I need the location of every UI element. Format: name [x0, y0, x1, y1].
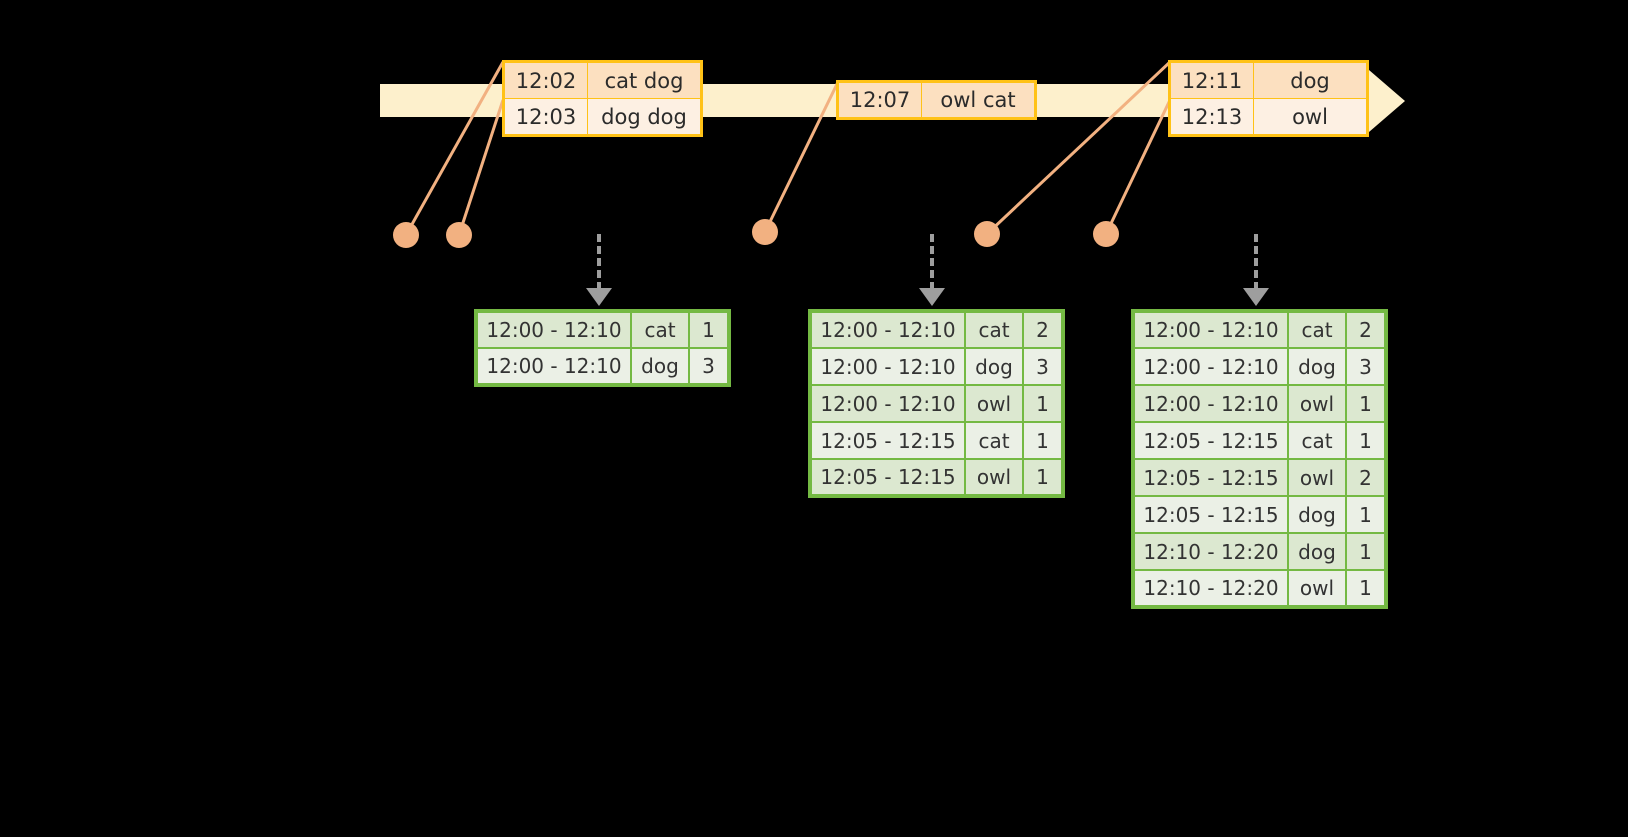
result-word: cat	[1287, 310, 1347, 349]
arrow-stem	[930, 234, 934, 290]
event-row: 12:13 owl	[1169, 98, 1368, 136]
result-word: owl	[1287, 458, 1347, 497]
result-word: dog	[1287, 532, 1347, 571]
result-word: dog	[964, 347, 1024, 386]
result-window: 12:00 - 12:10	[1132, 310, 1289, 349]
event-dot-1	[393, 222, 419, 248]
result-count: 1	[1345, 495, 1387, 534]
result-window: 12:00 - 12:10	[809, 310, 966, 349]
result-window: 12:05 - 12:15	[809, 421, 966, 460]
event-dot-3	[752, 219, 778, 245]
result-word: owl	[964, 458, 1024, 497]
event-time: 12:02	[503, 61, 588, 99]
event-time: 12:11	[1169, 61, 1254, 99]
result-word: cat	[964, 421, 1024, 460]
result-count: 2	[1345, 310, 1387, 349]
arrow-head	[1243, 288, 1269, 306]
event-words: owl cat	[921, 81, 1036, 119]
event-words: dog dog	[587, 98, 702, 136]
result-count: 1	[1022, 458, 1064, 497]
result-word: owl	[964, 384, 1024, 423]
event-row: 12:02 cat dog	[503, 61, 702, 99]
result-window: 12:10 - 12:20	[1132, 569, 1289, 608]
result-count: 2	[1022, 310, 1064, 349]
event-time: 12:03	[503, 98, 588, 136]
result-window: 12:05 - 12:15	[1132, 421, 1289, 460]
event-words: owl	[1253, 98, 1368, 136]
connector-line-2	[457, 99, 505, 236]
result-word: cat	[1287, 421, 1347, 460]
result-count: 3	[688, 347, 730, 386]
event-dot-4	[974, 221, 1000, 247]
result-count: 1	[1345, 421, 1387, 460]
event-row: 12:07 owl cat	[837, 81, 1036, 119]
result-count: 1	[1345, 569, 1387, 608]
arrow-stem	[597, 234, 601, 290]
result-count: 1	[688, 310, 730, 349]
events-group-1: 12:02 cat dog 12:03 dog dog	[502, 60, 703, 137]
event-time: 12:13	[1169, 98, 1254, 136]
result-window: 12:05 - 12:15	[1132, 458, 1289, 497]
event-words: cat dog	[587, 61, 702, 99]
result-word: dog	[630, 347, 690, 386]
event-dot-2	[446, 222, 472, 248]
result-count: 3	[1345, 347, 1387, 386]
result-window: 12:00 - 12:10	[809, 384, 966, 423]
result-count: 1	[1022, 421, 1064, 460]
result-window: 12:10 - 12:20	[1132, 532, 1289, 571]
result-word: cat	[630, 310, 690, 349]
result-count: 3	[1022, 347, 1064, 386]
timeline-arrowhead-icon	[1369, 70, 1405, 132]
arrow-stem	[1254, 234, 1258, 290]
result-window: 12:00 - 12:10	[809, 347, 966, 386]
arrow-head	[586, 288, 612, 306]
result-window: 12:00 - 12:10	[475, 310, 632, 349]
result-count: 1	[1345, 384, 1387, 423]
result-window: 12:05 - 12:15	[809, 458, 966, 497]
event-time: 12:07	[837, 81, 922, 119]
result-word: dog	[1287, 495, 1347, 534]
result-word: dog	[1287, 347, 1347, 386]
result-window: 12:05 - 12:15	[1132, 495, 1289, 534]
result-count: 1	[1345, 532, 1387, 571]
event-dot-5	[1093, 221, 1119, 247]
event-row: 12:03 dog dog	[503, 98, 702, 136]
events-group-3: 12:11 dog 12:13 owl	[1168, 60, 1369, 137]
connector-line-5	[1104, 99, 1172, 235]
events-group-2: 12:07 owl cat	[836, 80, 1037, 120]
arrow-head	[919, 288, 945, 306]
result-window: 12:00 - 12:10	[1132, 384, 1289, 423]
result-word: cat	[964, 310, 1024, 349]
result-word: owl	[1287, 569, 1347, 608]
result-count: 2	[1345, 458, 1387, 497]
result-window: 12:00 - 12:10	[1132, 347, 1289, 386]
event-row: 12:11 dog	[1169, 61, 1368, 99]
result-count: 1	[1022, 384, 1064, 423]
result-window: 12:00 - 12:10	[475, 347, 632, 386]
result-word: owl	[1287, 384, 1347, 423]
event-words: dog	[1253, 61, 1368, 99]
